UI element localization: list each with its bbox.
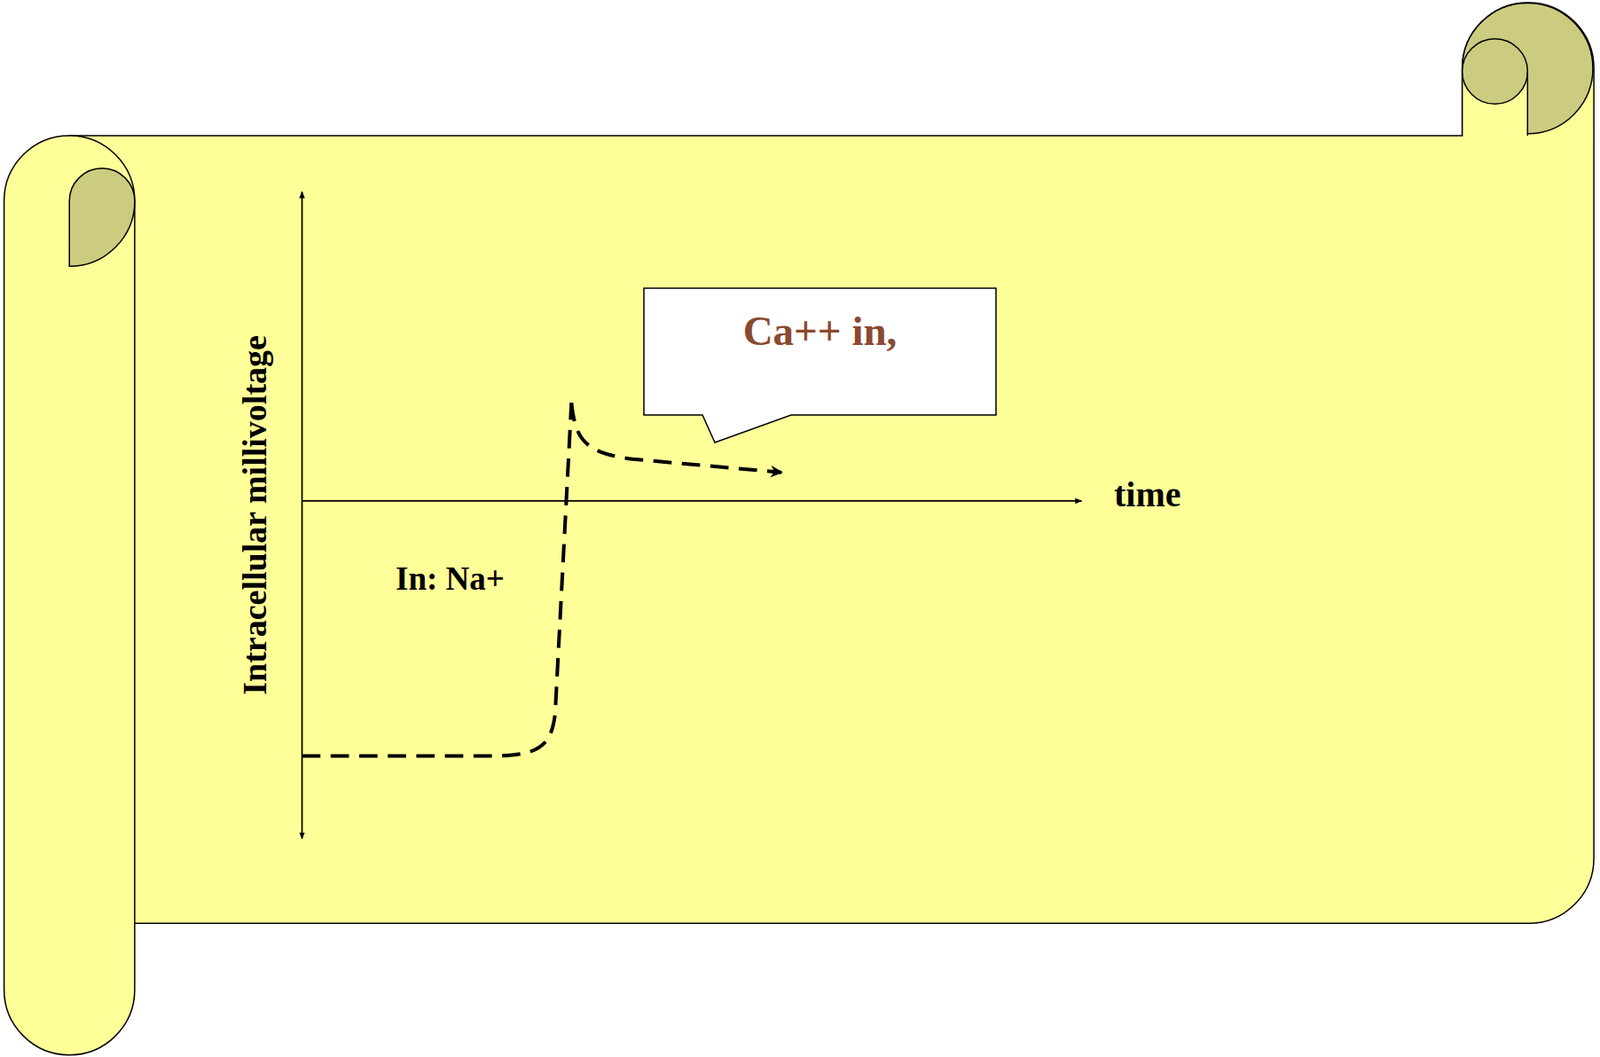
callout-box: Ca++ in, (643, 287, 997, 444)
callout-text: Ca++ in, (643, 308, 997, 355)
axis-label: time (1113, 475, 1182, 515)
ion-label: In: Na+ (392, 561, 508, 598)
axis-title: Intracellular millivoltage (236, 335, 275, 696)
